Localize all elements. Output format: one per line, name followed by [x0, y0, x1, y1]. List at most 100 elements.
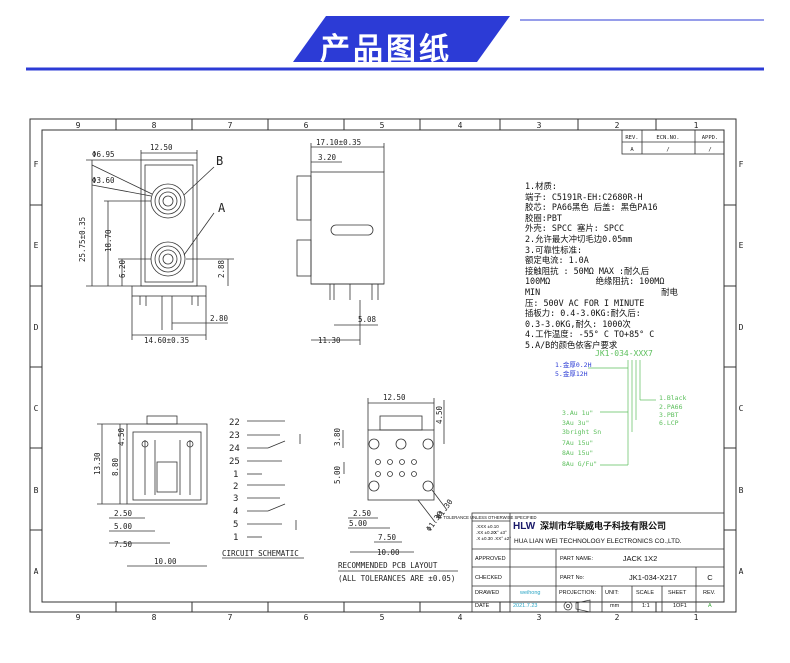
pcb-dim-row-4: 10.00: [377, 548, 400, 557]
col-label: 3: [537, 613, 542, 622]
dim-lower-hole: 6.20: [118, 259, 127, 278]
pin-label: 1: [233, 470, 238, 480]
row-label: F: [34, 160, 39, 169]
rev-header: REV.: [625, 135, 638, 141]
col-label: 5: [380, 613, 385, 622]
part-code-option: 3.Au 1u": [562, 409, 593, 417]
row-label: A: [739, 567, 744, 576]
dim-offset: 2.88: [217, 259, 226, 278]
bottom-view: [97, 415, 208, 567]
circuit-title: CIRCUIT SCHEMATIC: [222, 549, 299, 558]
dim-outer-diameter: Φ6.95: [92, 150, 115, 159]
dim-inner-depth: 8.80: [111, 457, 120, 476]
drawed-label: DRAWED: [475, 590, 499, 596]
note-line: 胶芯: PA66黑色 后盖: 黑色PA16: [525, 202, 658, 213]
note-line: 端子: C5191R-EH:C2680R-H: [525, 191, 643, 202]
row-label: C: [739, 404, 744, 413]
col-label: 9: [76, 613, 81, 622]
pcb-dim-width: 12.50: [383, 393, 406, 402]
date-label: DATE: [475, 603, 490, 609]
part-code-label: 6.LCP: [659, 419, 679, 427]
dim-body-depth: 13.30: [93, 452, 102, 475]
dim-inner-diameter: Φ3.60: [92, 176, 115, 185]
banner-title: 产品图纸: [320, 32, 452, 67]
part-code-option: 3bright Sn: [562, 428, 601, 436]
checked-label: CHECKED: [475, 575, 502, 581]
rev-value: A: [630, 147, 634, 153]
part-code: JK1-034-XXX7: [595, 349, 653, 358]
front-view: [86, 150, 234, 340]
title-block: [471, 512, 725, 603]
pcb-title: RECOMMENDED PCB LAYOUT: [338, 561, 438, 570]
pcb-dim-row-3: 7.50: [378, 533, 397, 542]
pin-label: 25: [229, 457, 240, 467]
tolerance-row: .X ±0.30: [476, 536, 493, 541]
appd-header: APPD.: [702, 135, 719, 141]
row-label: F: [739, 160, 744, 169]
sheet-value: 1OF1: [673, 603, 687, 609]
notes: 1.材质: 端子: C5191R-EH:C2680R-H 胶芯: PA66黑色 …: [525, 181, 755, 351]
rev-label: REV.: [703, 590, 716, 596]
callout-b: B: [216, 154, 223, 168]
pin-label: 4: [233, 507, 238, 517]
col-label: 1: [694, 121, 699, 130]
pcb-dim-right: 4.50: [435, 405, 444, 424]
scale-label: SCALE: [636, 590, 654, 596]
col-label: 4: [458, 613, 463, 622]
company-name-cn: 深圳市华联威电子科技有限公司: [540, 520, 666, 531]
note-line: 100MΩ 绝缘阻抗: 100MΩ: [525, 276, 665, 287]
dim-width: 12.50: [150, 143, 173, 152]
col-label: 2: [615, 613, 620, 622]
row-label: B: [739, 486, 744, 495]
row-label: E: [739, 241, 744, 250]
pcb-dim-pitch: 5.00: [333, 465, 342, 484]
col-label: 8: [152, 613, 157, 622]
tolerance-row: X° ±3°: [494, 530, 507, 535]
note-line: 插板力: 0.4-3.0KG:耐久后:: [525, 308, 641, 319]
appd-value: /: [708, 147, 711, 153]
pcb-tolerance: (ALL TOLERANCES ARE ±0.05): [338, 574, 455, 583]
row-label: E: [34, 241, 39, 250]
pin-label: 3: [233, 494, 238, 504]
tolerance-row: .XX° ±2°: [494, 536, 511, 541]
part-code-option: 7Au 15u": [562, 439, 593, 447]
col-label: 1: [694, 613, 699, 622]
pin-label: 24: [229, 444, 240, 454]
note-line: 接触阻抗 : 50MΩ MAX :耐久后: [525, 265, 650, 276]
tolerance-title: TOLERANCE UNLESS OTHERWISE SPECIFIED: [443, 515, 536, 520]
tolerance-row: .XX ±0.20: [476, 530, 496, 535]
sheet-label: SHEET: [668, 590, 687, 596]
dim-row-3: 7.50: [114, 540, 133, 549]
part-name-label: PART NAME:: [560, 556, 593, 562]
part-code-label: 1.Black: [659, 394, 686, 402]
date-value: 2021.7.23: [513, 603, 537, 609]
col-label: 4: [458, 121, 463, 130]
dim-base-width: 14.60±0.35: [144, 336, 189, 345]
pin-label: 5: [233, 520, 238, 530]
pin-label: 1: [233, 533, 238, 543]
note-line: 1.材质:: [525, 181, 557, 191]
dim-pin-spacing: 5.08: [358, 315, 377, 324]
banner: [26, 16, 764, 71]
note-line: 压: 500V AC FOR I MINUTE: [525, 297, 645, 308]
dim-hole-height: 18.70: [104, 229, 113, 252]
col-label: 6: [304, 613, 309, 622]
col-label: 9: [76, 121, 81, 130]
drawer-name: weihong: [519, 590, 541, 596]
part-name-value: JACK 1X2: [623, 554, 658, 563]
note-line: 2.允许最大冲切毛边0.05mm: [525, 233, 633, 244]
dim-pin-offset: 2.80: [210, 314, 229, 323]
dim-shell: 4.50: [117, 427, 126, 446]
dim-pin-depth: 11.30: [318, 336, 341, 345]
note-line: 额定电流: 1.0A: [525, 255, 589, 266]
pin-label: 22: [229, 418, 240, 428]
row-label: D: [34, 323, 39, 332]
note-line: 3.可靠性标准:: [525, 244, 583, 255]
part-code-label: 1.金厚0.2H: [555, 360, 592, 369]
part-no-value: JK1-034-X217: [629, 573, 677, 582]
pin-label: 2: [233, 482, 238, 492]
projection-symbol-icon: [563, 599, 591, 613]
pin-label: 23: [229, 431, 240, 441]
unit-value: mm: [610, 603, 620, 609]
dim-depth: 17.10±0.35: [316, 138, 361, 147]
